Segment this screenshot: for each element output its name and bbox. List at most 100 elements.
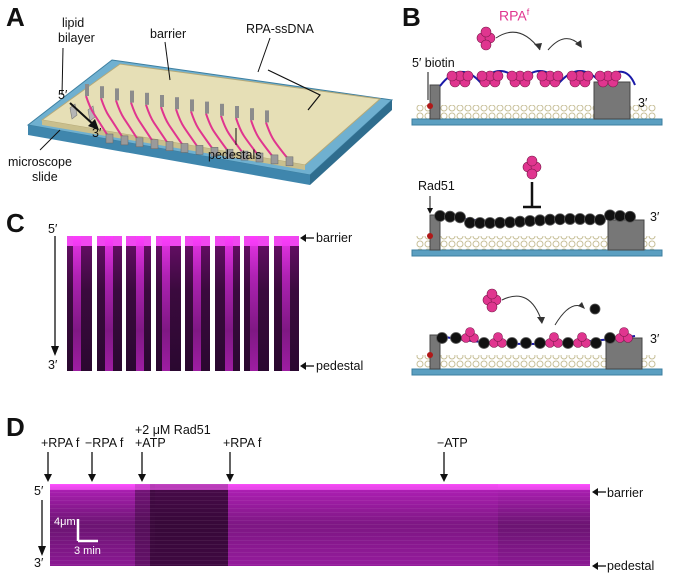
event-label: −RPA f [85, 436, 124, 450]
rpa-subunit [619, 327, 629, 337]
barrier-block [160, 95, 164, 107]
barrier-block [265, 110, 269, 123]
kymograph-strip [185, 236, 210, 371]
panel-letter-c: C [6, 208, 25, 238]
kymograph-strip [126, 236, 151, 371]
rad51-subunit [584, 213, 596, 226]
barrier-block [100, 86, 104, 99]
label-3prime-b1: 3′ [638, 96, 648, 110]
rad51-subunit [450, 332, 462, 344]
event-label: +2 μM Rad51 [135, 423, 211, 437]
dna-strand [100, 97, 124, 139]
rpa-subunit [610, 70, 622, 82]
rpa-subunit [446, 70, 458, 82]
rad51-subunit [594, 213, 606, 226]
pedestal-block [240, 150, 249, 161]
barrier-block [220, 103, 224, 116]
kymograph-strip [214, 236, 240, 371]
rad51-subunit [534, 337, 546, 349]
label-3prime-c: 3′ [48, 358, 58, 372]
rad51-subunit [534, 214, 546, 227]
kymograph-strip [67, 236, 92, 371]
event-arrow [44, 452, 52, 482]
rad51-subunit [436, 332, 448, 344]
rad51-subunit [514, 215, 526, 228]
arrow-barrier-c [300, 234, 314, 242]
rpa-subunit [594, 70, 606, 82]
dna-strand [205, 113, 229, 152]
label-3prime-b2: 3′ [650, 210, 660, 224]
scale-label-x: 3 min [74, 545, 101, 557]
event-label: +ATP [135, 436, 166, 450]
dna-strand [265, 122, 289, 160]
barrier-block [235, 106, 239, 118]
label-3prime-d: 3′ [34, 556, 44, 570]
pedestal-block [105, 133, 114, 144]
dna-strand [115, 100, 139, 141]
barrier-block [130, 90, 134, 103]
dna-strand [130, 102, 154, 143]
barrier-block [205, 101, 209, 114]
event-arrow [440, 452, 448, 482]
rpa-subunit [577, 332, 587, 342]
pedestal-block [120, 135, 129, 146]
dna-strand [235, 117, 259, 156]
rad51-subunit [590, 337, 602, 349]
rad51-subunit [444, 210, 456, 223]
event-arrow [88, 452, 96, 482]
rpa-subunit [566, 70, 578, 82]
dna-strand [220, 115, 244, 154]
label-5prime-d: 5′ [34, 484, 44, 498]
label-3prime-b3: 3′ [650, 332, 660, 346]
pedestal-block [195, 145, 204, 155]
kymograph-strip [244, 236, 269, 371]
rad51-subunit [506, 337, 518, 349]
event-arrow [226, 452, 234, 482]
rad51-subunit [478, 337, 490, 349]
dna-strand [160, 106, 184, 147]
barrier-block [175, 97, 179, 110]
pedestal-block [150, 139, 159, 149]
label-pedestals: pedestals [208, 148, 262, 162]
pedestal-block [225, 148, 234, 159]
barrier-block [190, 99, 194, 112]
barrier-block [250, 108, 254, 121]
scale-label-y: 4μm [54, 516, 76, 528]
rpa-subunit [552, 70, 564, 82]
kymograph-strip [96, 236, 122, 371]
panel-letter-a: A [6, 2, 25, 32]
rad51-subunit [464, 216, 476, 229]
pedestal-block [135, 137, 144, 148]
pedestal-block [180, 143, 189, 153]
dna-strand [145, 104, 169, 145]
rad51-subunit [434, 210, 446, 222]
arrow-5-to-3-d [38, 500, 46, 556]
pedestal-block [285, 156, 294, 167]
rad51-subunit [474, 217, 486, 229]
pedestal-block [270, 154, 279, 165]
label-rpa-ssdna: RPA-ssDNA [246, 22, 314, 36]
rad51-subunit [574, 213, 586, 225]
label-5prime-biotin: 5′ biotin [412, 56, 455, 70]
rad51-subunit [524, 215, 536, 227]
label-barrier-a: barrier [150, 27, 187, 41]
label-rad51: Rad51 [418, 179, 455, 193]
barrier-block [145, 92, 149, 105]
label-5prime-a: 5′ [58, 88, 68, 102]
arrow-pedestal-d [592, 562, 606, 570]
rad51-subunit [494, 216, 506, 229]
kymograph-strip [273, 236, 299, 371]
rad51-subunit [504, 216, 516, 229]
rad51-subunit [564, 213, 576, 225]
label-3prime-a: 3′ [92, 126, 102, 140]
event-label: +RPA f [223, 436, 262, 450]
rpa-subunit [536, 70, 548, 82]
label-barrier-c: barrier [316, 231, 353, 245]
rad51-subunit [624, 210, 636, 223]
rpa-subunit [582, 70, 594, 82]
event-label: +RPA f [41, 436, 80, 450]
rpa-subunit [462, 70, 474, 82]
rad51-subunit [520, 337, 532, 349]
schematic-b [411, 26, 663, 376]
rad51-subunit [604, 209, 616, 222]
